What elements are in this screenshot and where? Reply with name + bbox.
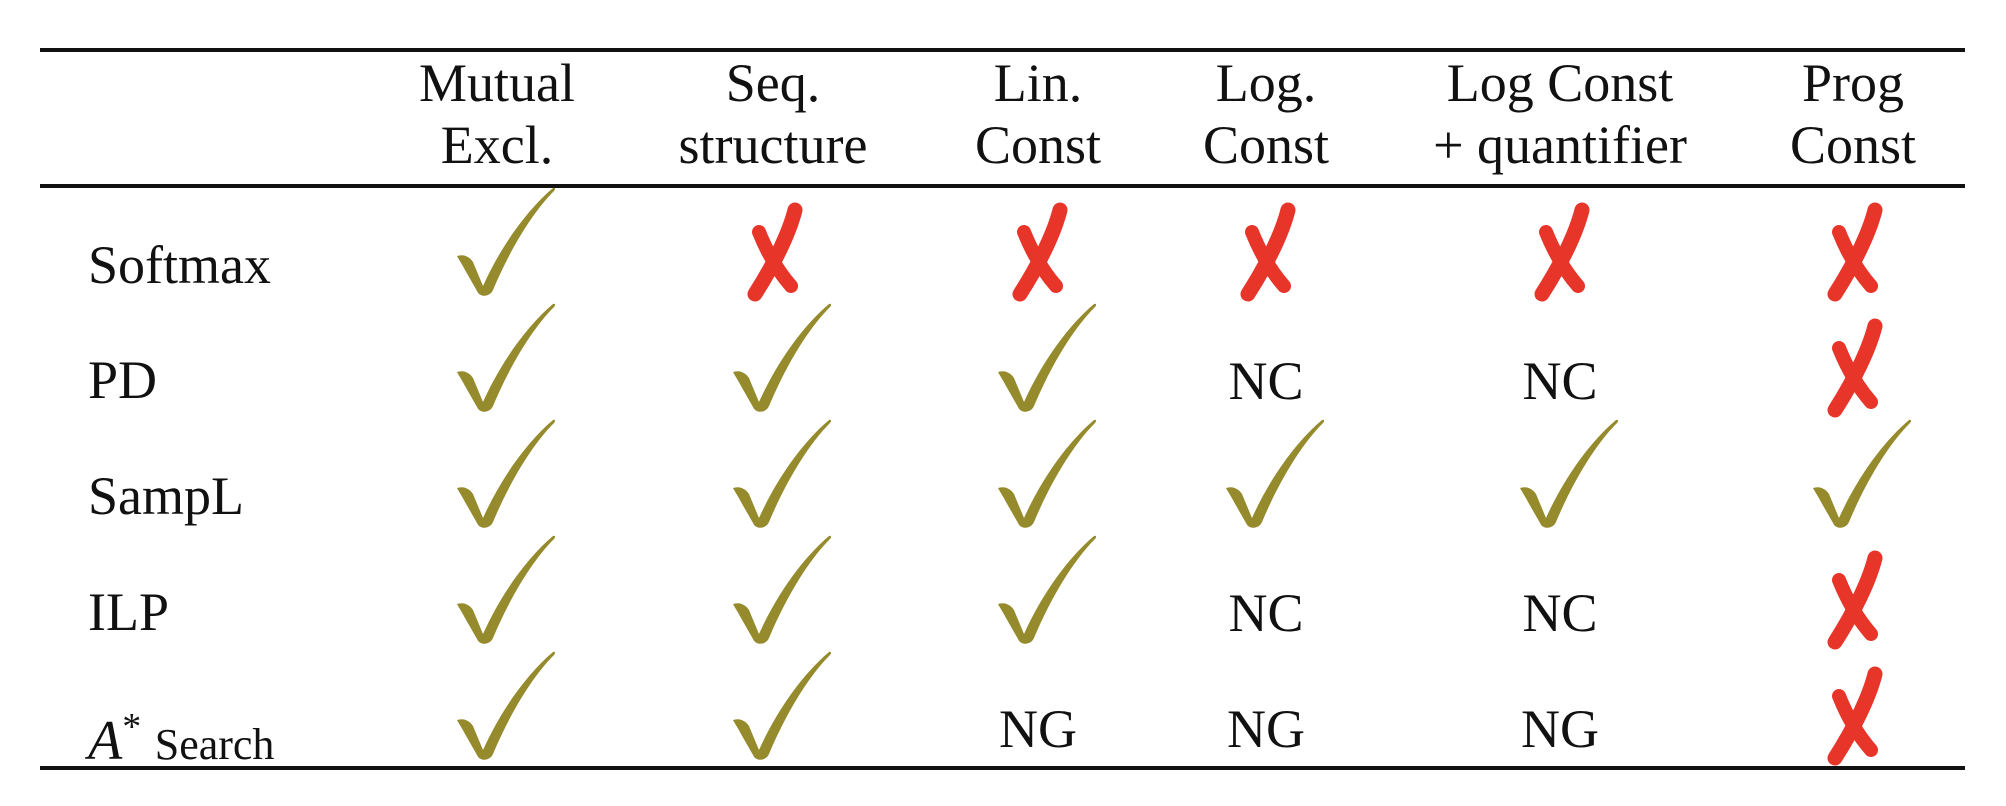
table-cell	[693, 651, 853, 764]
column-header-line2: structure	[678, 115, 868, 175]
table-top-rule	[40, 48, 1965, 52]
checkmark-icon	[998, 535, 1097, 644]
table-cell	[693, 419, 853, 532]
a-star-superscript: *	[122, 706, 142, 748]
row-label-ilp: ILP	[88, 582, 169, 642]
table-cell: NC	[1480, 538, 1640, 648]
checkmark-icon	[733, 419, 832, 528]
table-cell	[1773, 306, 1933, 418]
column-header-log-const-quantifier: Log Const + quantifier	[1400, 52, 1720, 176]
table-cell	[1773, 419, 1933, 532]
table-cell	[958, 303, 1118, 416]
table-cell	[693, 535, 853, 648]
cell-text: NC	[1522, 583, 1598, 643]
row-label-pd: PD	[88, 350, 158, 410]
table-cell: NG	[1186, 654, 1346, 764]
table-cell	[1186, 419, 1346, 532]
row-label-sampl: SampL	[88, 466, 244, 526]
cross-mark-icon	[1827, 666, 1883, 766]
table-cell	[958, 419, 1118, 532]
checkmark-icon	[733, 535, 832, 644]
checkmark-icon	[733, 303, 832, 412]
a-letter: A	[88, 710, 123, 772]
column-header-line1: Mutual	[419, 53, 575, 113]
table-cell	[1480, 190, 1640, 302]
cross-mark-icon	[1827, 318, 1883, 418]
table-cell: NC	[1186, 306, 1346, 416]
cell-text: NC	[1228, 351, 1304, 411]
cross-mark-icon	[1534, 202, 1590, 302]
table-cell: NG	[1480, 654, 1640, 764]
cell-text: NG	[999, 699, 1077, 759]
cross-mark-icon	[747, 202, 803, 302]
column-header-line2: + quantifier	[1433, 115, 1687, 175]
column-header-line2: Const	[974, 115, 1102, 175]
cell-text: NC	[1228, 583, 1304, 643]
table-cell	[1773, 538, 1933, 650]
checkmark-icon	[998, 303, 1097, 412]
checkmark-icon	[457, 419, 556, 528]
column-header-line1: Seq.	[725, 53, 821, 113]
cross-mark-icon	[1827, 550, 1883, 650]
row-label-a-star-search: A* Search	[88, 697, 274, 775]
column-header-line1: Prog	[1801, 53, 1904, 113]
checkmark-icon	[1813, 419, 1912, 528]
cross-mark-icon	[1240, 202, 1296, 302]
checkmark-icon	[457, 535, 556, 644]
table-cell	[417, 187, 577, 300]
search-word: Search	[154, 720, 275, 769]
table-cell	[417, 651, 577, 764]
column-header-lin-const: Lin. Const	[878, 52, 1198, 176]
table-cell	[693, 190, 853, 302]
cell-text: NC	[1522, 351, 1598, 411]
column-header-line2: Excl.	[440, 115, 554, 175]
cell-text: NG	[1227, 699, 1305, 759]
cross-mark-icon	[1012, 202, 1068, 302]
table-cell: NC	[1186, 538, 1346, 648]
table-cell	[417, 303, 577, 416]
checkmark-icon	[1226, 419, 1325, 528]
column-header-seq-structure: Seq. structure	[613, 52, 933, 176]
table-cell	[1773, 190, 1933, 302]
checkmark-icon	[998, 419, 1097, 528]
checkmark-icon	[457, 187, 556, 296]
table-cell	[1480, 419, 1640, 532]
table-bottom-rule	[40, 766, 1965, 770]
column-header-mutual-excl: Mutual Excl.	[337, 52, 657, 176]
column-header-prog-const: Prog Const	[1693, 52, 2006, 176]
column-header-log-const: Log. Const	[1106, 52, 1426, 176]
column-header-line1: Lin.	[993, 53, 1083, 113]
column-header-line2: Const	[1789, 115, 1917, 175]
column-header-line1: Log.	[1215, 53, 1317, 113]
table-header-rule	[40, 184, 1965, 188]
table-cell	[693, 303, 853, 416]
checkmark-icon	[457, 303, 556, 412]
checkmark-icon	[457, 651, 556, 760]
column-header-line1: Log Const	[1446, 53, 1674, 113]
table-cell	[417, 419, 577, 532]
table-cell	[958, 190, 1118, 302]
table-cell: NC	[1480, 306, 1640, 416]
cross-mark-icon	[1827, 202, 1883, 302]
cell-text: NG	[1521, 699, 1599, 759]
table-cell	[1186, 190, 1346, 302]
table-cell: NG	[958, 654, 1118, 764]
table-cell	[1773, 654, 1933, 766]
table-cell	[958, 535, 1118, 648]
checkmark-icon	[733, 651, 832, 760]
row-label-softmax: Softmax	[88, 235, 271, 295]
checkmark-icon	[1520, 419, 1619, 528]
a-star-symbol: A*	[88, 706, 141, 772]
table-cell	[417, 535, 577, 648]
column-header-line2: Const	[1202, 115, 1330, 175]
